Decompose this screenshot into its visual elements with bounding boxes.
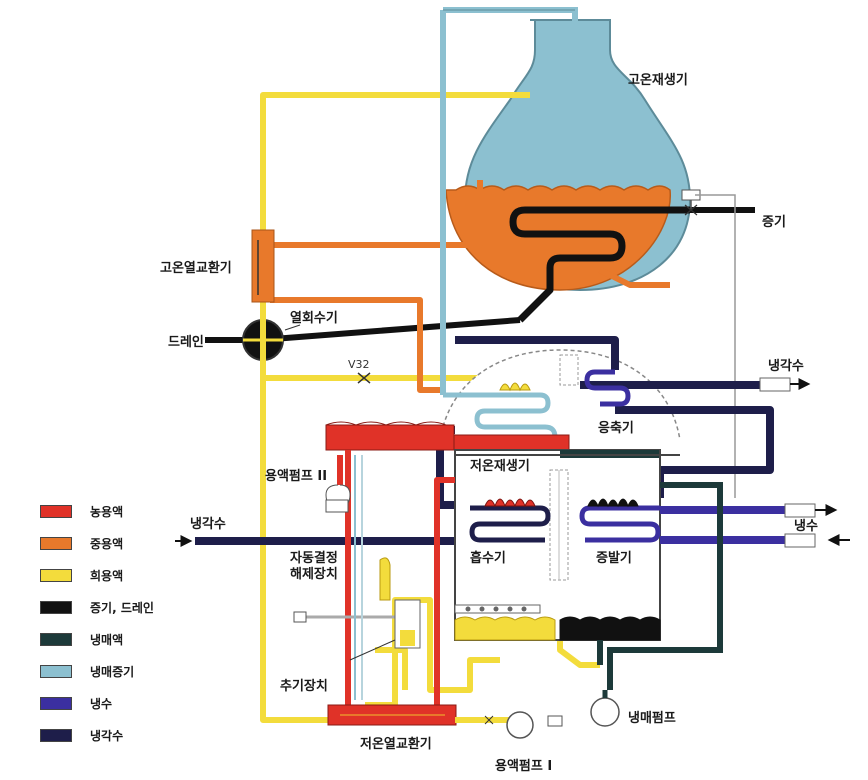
- legend-item: 농용액: [40, 495, 200, 527]
- label-solution-pump-1: 용액펌프 I: [495, 758, 552, 774]
- legend-swatch: [40, 632, 72, 646]
- label-evaporator: 증발기: [596, 550, 632, 566]
- valve-v32: [357, 372, 371, 384]
- refrigerant-pump: [590, 697, 620, 727]
- legend-item: 냉수: [40, 687, 200, 719]
- label-valve-v32: V32: [348, 358, 370, 371]
- label-cooling-water-out: 냉각수: [768, 359, 804, 374]
- legend-swatch: [40, 600, 72, 614]
- flames-absorber: [484, 498, 536, 508]
- refrigerant-liquid-lines: [597, 482, 723, 690]
- label-refrigerant-pump: 냉매펌프: [628, 710, 676, 726]
- auto-decrystallizer: [379, 557, 391, 601]
- legend-label: 희용액: [90, 568, 124, 583]
- high-temp-heat-exchanger: [251, 229, 275, 303]
- legend-item: 냉매액: [40, 623, 200, 655]
- high-temp-generator: [445, 19, 692, 323]
- label-low-temp-heat-exchanger: 저온열교환기: [360, 736, 432, 752]
- condenser-coil: [584, 369, 631, 407]
- legend-swatch: [40, 664, 72, 678]
- evaporator-coil: [579, 505, 661, 543]
- chilled-water-lines: [660, 506, 790, 544]
- legend-item: 희용액: [40, 559, 200, 591]
- legend-swatch: [40, 536, 72, 550]
- spray-header: [454, 604, 541, 614]
- label-heat-recovery: 열회수기: [290, 310, 338, 326]
- label-drain: 드레인: [168, 334, 204, 350]
- legend-item: 증기, 드레인: [40, 591, 200, 623]
- legend-swatch: [40, 568, 72, 582]
- legend-label: 중용액: [90, 536, 124, 551]
- legend-item: 냉각수: [40, 719, 200, 751]
- label-high-temp-generator: 고온재생기: [628, 73, 688, 88]
- legend-label: 냉매액: [90, 632, 124, 647]
- label-solution-pump-2: 용액펌프 II: [265, 468, 327, 484]
- label-steam: 증기: [762, 215, 786, 230]
- label-condenser: 응축기: [598, 420, 634, 436]
- low-temp-generator-coil: [443, 392, 558, 440]
- label-auto-decrystallizer-line: 해제장치: [290, 566, 338, 582]
- label-low-temp-generator: 저온재생기: [470, 459, 530, 474]
- label-purge-unit: 추기장치: [280, 678, 328, 694]
- legend-label: 증기, 드레인: [90, 600, 154, 615]
- legend-swatch: [40, 696, 72, 710]
- label-chilled-water: 냉수: [794, 519, 818, 534]
- flames-evaporator: [587, 498, 639, 508]
- legend-label: 냉매증기: [90, 664, 135, 679]
- legend-swatch: [40, 504, 72, 518]
- absorber-coil: [469, 505, 551, 543]
- label-cooling-water-in: 냉각수: [190, 517, 226, 532]
- legend-item: 냉매증기: [40, 655, 200, 687]
- legend-label: 농용액: [90, 504, 124, 519]
- flames-upper: [499, 382, 531, 392]
- steam-inlet-line: [681, 189, 755, 498]
- legend-label: 냉수: [90, 696, 113, 711]
- low-temp-generator-shell: [325, 424, 455, 451]
- label-high-temp-heat-exchanger: 고온열교환기: [160, 260, 232, 276]
- purge-unit: [293, 455, 421, 700]
- legend-swatch: [40, 728, 72, 742]
- medium-solution-lines: [270, 180, 670, 393]
- label-absorber: 흡수기: [470, 550, 506, 566]
- legend-label: 냉각수: [90, 728, 124, 743]
- legend-item: 중용액: [40, 527, 200, 559]
- solution-pump-1: [506, 711, 534, 739]
- label-auto-decrystallizer-line: 자동결정: [290, 550, 338, 566]
